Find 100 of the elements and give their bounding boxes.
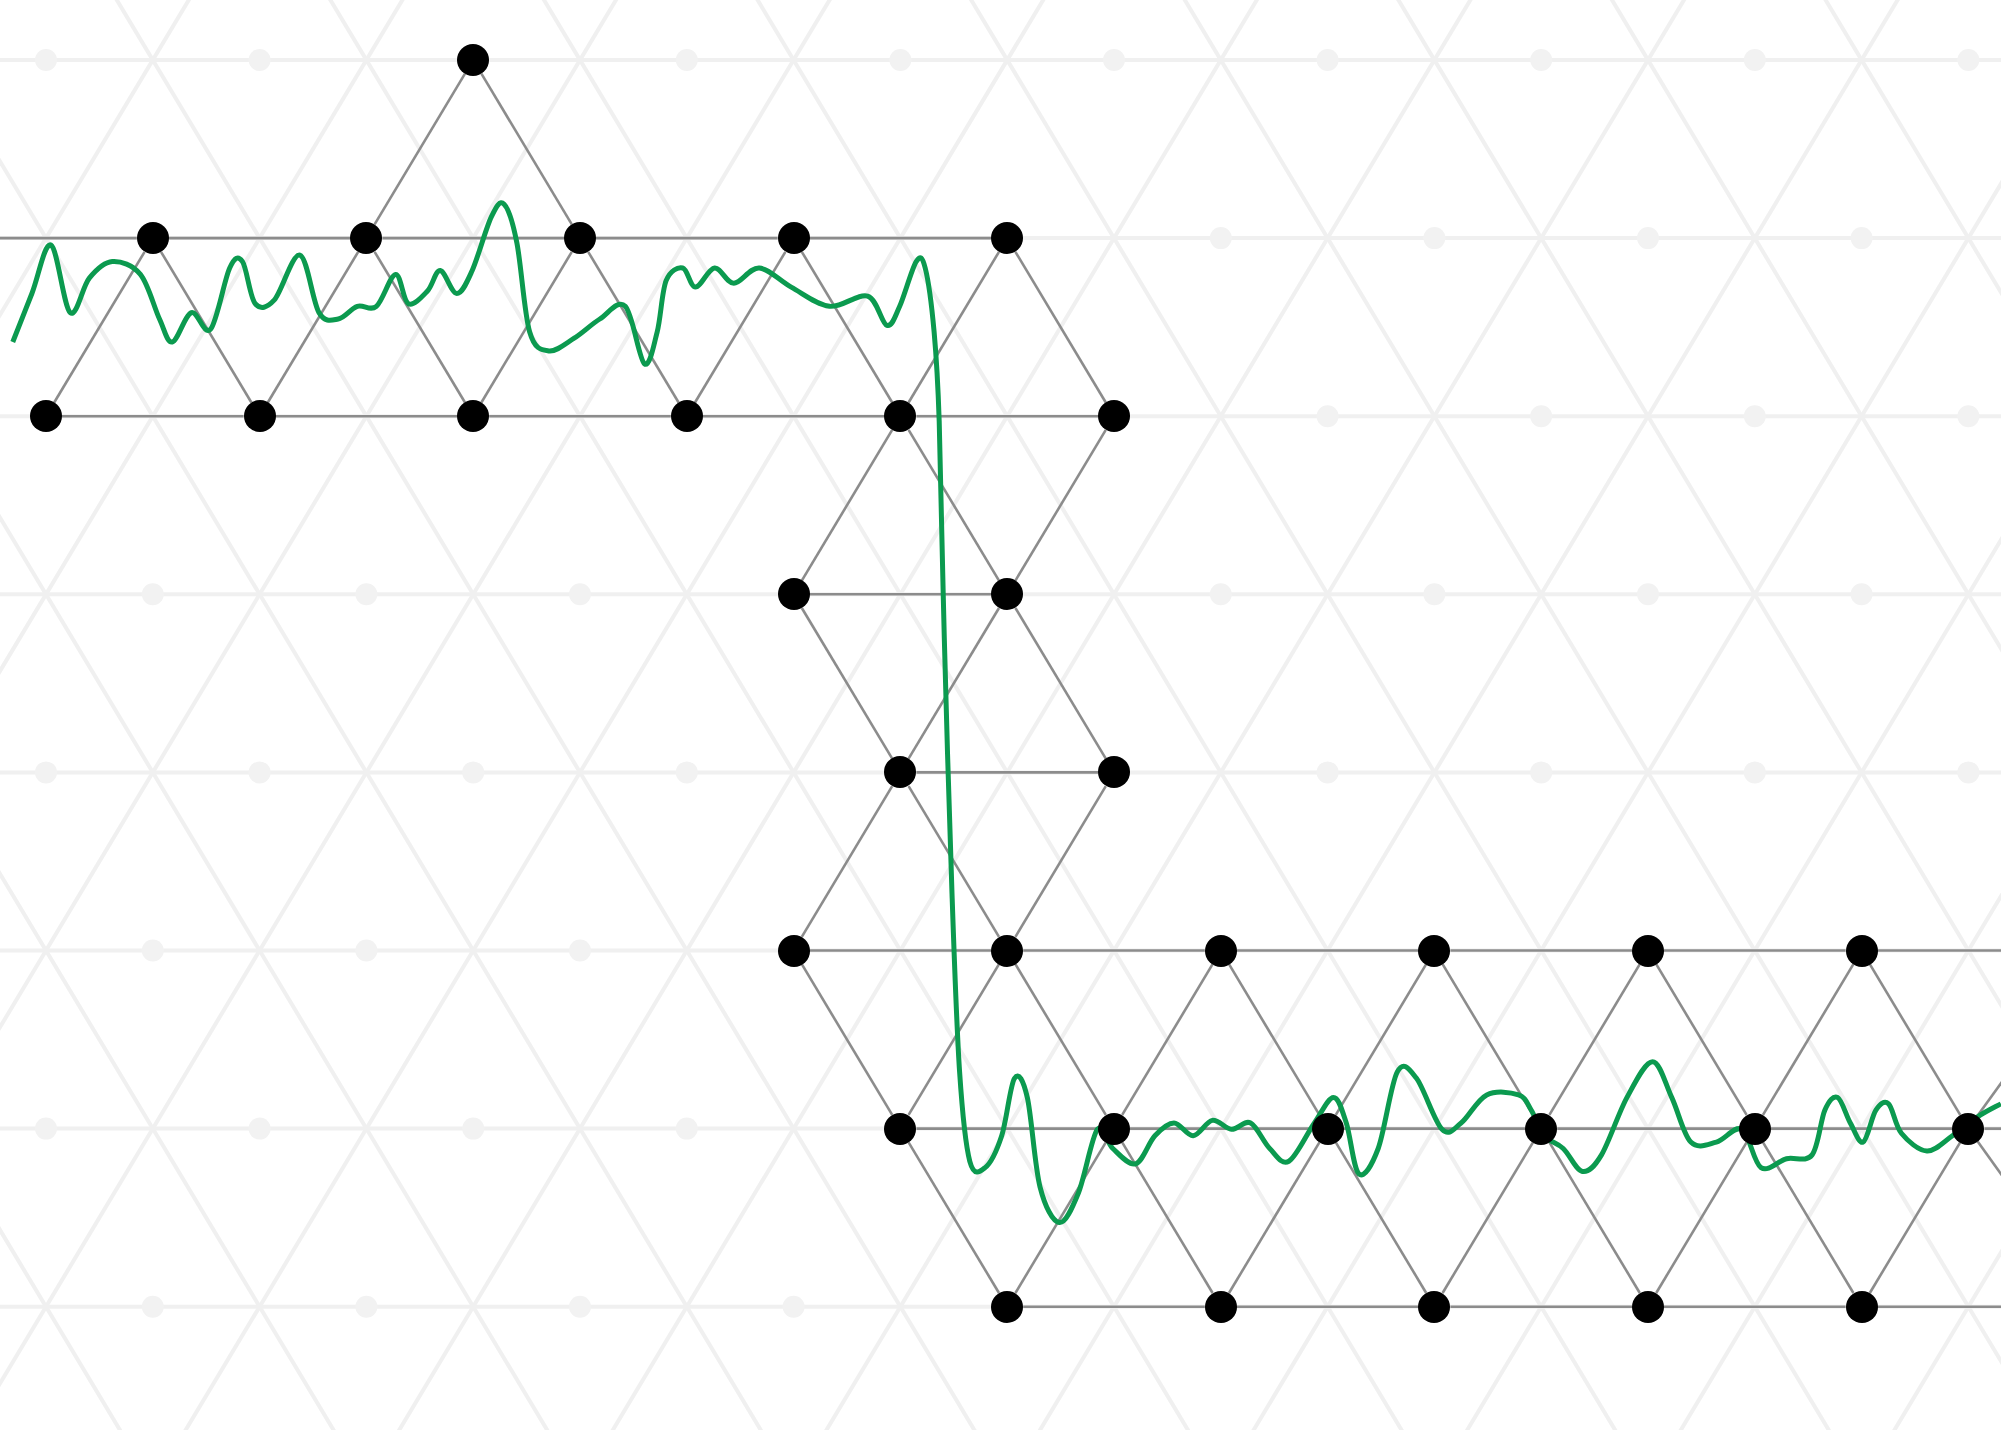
lattice-line <box>800 251 894 404</box>
lattice-line <box>1023 949 1205 952</box>
lattice-dot <box>243 400 276 433</box>
lattice-line <box>1664 949 1846 952</box>
lattice-line <box>62 414 244 418</box>
lattice-dot <box>1418 934 1451 967</box>
lattice-line <box>275 414 458 418</box>
lattice-line <box>800 963 894 1116</box>
lattice-dot <box>1311 1112 1344 1145</box>
lattice-dot <box>991 578 1024 611</box>
lattice-dot <box>777 934 810 967</box>
lattice-line <box>916 414 1098 418</box>
lattice-line <box>382 236 564 240</box>
lattice-line <box>53 251 146 404</box>
lattice-dot <box>1738 1112 1771 1145</box>
lattice-line <box>1334 963 1428 1116</box>
lattice-line <box>702 414 885 418</box>
lattice-dot <box>884 1112 917 1145</box>
lattice-dot <box>1632 1290 1664 1323</box>
lattice-line <box>596 236 778 240</box>
lattice-dot <box>564 222 596 255</box>
lattice-line <box>373 73 467 226</box>
lattice-line <box>1548 1141 1641 1294</box>
lattice-dot <box>1098 400 1130 433</box>
lattice-line <box>800 429 894 582</box>
lattice-dot <box>777 222 810 255</box>
lattice-dot <box>991 1290 1024 1323</box>
lattice-dot <box>1845 934 1878 967</box>
lattice-dot <box>777 578 810 611</box>
lattice-line <box>1548 963 1641 1116</box>
lattice-dot <box>884 756 917 789</box>
lattice-line <box>1877 949 2001 952</box>
lattice-dot <box>30 400 62 433</box>
lattice-line <box>1014 963 1107 1116</box>
lattice-dot <box>991 222 1024 255</box>
lattice-line <box>1014 607 1107 760</box>
lattice-dot <box>457 400 490 433</box>
lattice-line <box>159 251 253 404</box>
lattice-dot <box>884 400 917 433</box>
lattice-line <box>1761 1141 1855 1294</box>
lattice-line <box>1236 1305 1419 1308</box>
lattice-dot <box>670 400 703 433</box>
lattice-line <box>916 771 1098 774</box>
lattice-line <box>1770 1127 1953 1130</box>
lattice-dot <box>350 222 383 255</box>
lattice-line <box>1450 1305 1632 1308</box>
lattice-line <box>1014 785 1107 938</box>
lattice-line <box>800 785 894 938</box>
lattice-line <box>1664 1305 1846 1308</box>
lattice-line <box>266 251 360 404</box>
lattice-line <box>907 251 1001 404</box>
lattice-line <box>907 429 1001 582</box>
lattice-line <box>907 1141 1001 1294</box>
lattice-line <box>489 414 671 418</box>
lattice-line <box>0 236 137 240</box>
lattice-line <box>1868 963 1962 1116</box>
lattice-line <box>1121 1141 1214 1294</box>
lattice-line <box>1334 1141 1428 1294</box>
lattice-dot <box>1098 1112 1130 1145</box>
lattice-dot <box>1418 1290 1451 1323</box>
lattice-line <box>907 963 1001 1116</box>
lattice-line <box>1441 1141 1535 1294</box>
lattice-dot <box>1525 1112 1558 1145</box>
lattice-line <box>1868 1141 1962 1294</box>
lattice-line <box>1121 963 1214 1116</box>
lattice-line <box>907 607 1001 760</box>
lattice-dot <box>991 934 1024 967</box>
lattice-line <box>809 593 992 596</box>
lattice-line <box>1227 1141 1321 1294</box>
lattice-line <box>480 73 573 226</box>
lattice-line <box>1014 1141 1107 1294</box>
lattice-line <box>1014 251 1107 404</box>
lattice-line <box>693 251 787 404</box>
lattice-line <box>1343 1127 1526 1130</box>
lattice-line <box>1450 949 1632 952</box>
lattice-dot <box>136 222 169 255</box>
lattice-dot <box>1204 934 1237 967</box>
lattice-dot <box>1204 1290 1237 1323</box>
lattice-line <box>480 251 573 404</box>
lattice-dot <box>1632 934 1664 967</box>
lattice-dot <box>1845 1290 1878 1323</box>
lattice-line <box>1877 1305 2001 1308</box>
lattice-line <box>1227 963 1321 1116</box>
lattice-line <box>1130 1127 1312 1130</box>
lattice-line <box>1761 963 1855 1116</box>
lattice-dot <box>1952 1112 1985 1145</box>
lattice-line <box>373 251 467 404</box>
lattice-line <box>916 1127 1098 1130</box>
lattice-line <box>809 949 992 952</box>
lattice-line <box>907 785 1001 938</box>
lattice-line <box>800 607 894 760</box>
lattice-line <box>587 251 680 404</box>
lattice-line <box>809 236 992 240</box>
lattice-dot <box>457 44 490 76</box>
lattice-line <box>168 236 351 240</box>
lattice-line <box>1655 1141 1748 1294</box>
lattice-line <box>1236 949 1419 952</box>
lattice-dot <box>1098 756 1130 789</box>
lattice-line <box>1023 1305 1205 1308</box>
lattice-line <box>1655 963 1748 1116</box>
